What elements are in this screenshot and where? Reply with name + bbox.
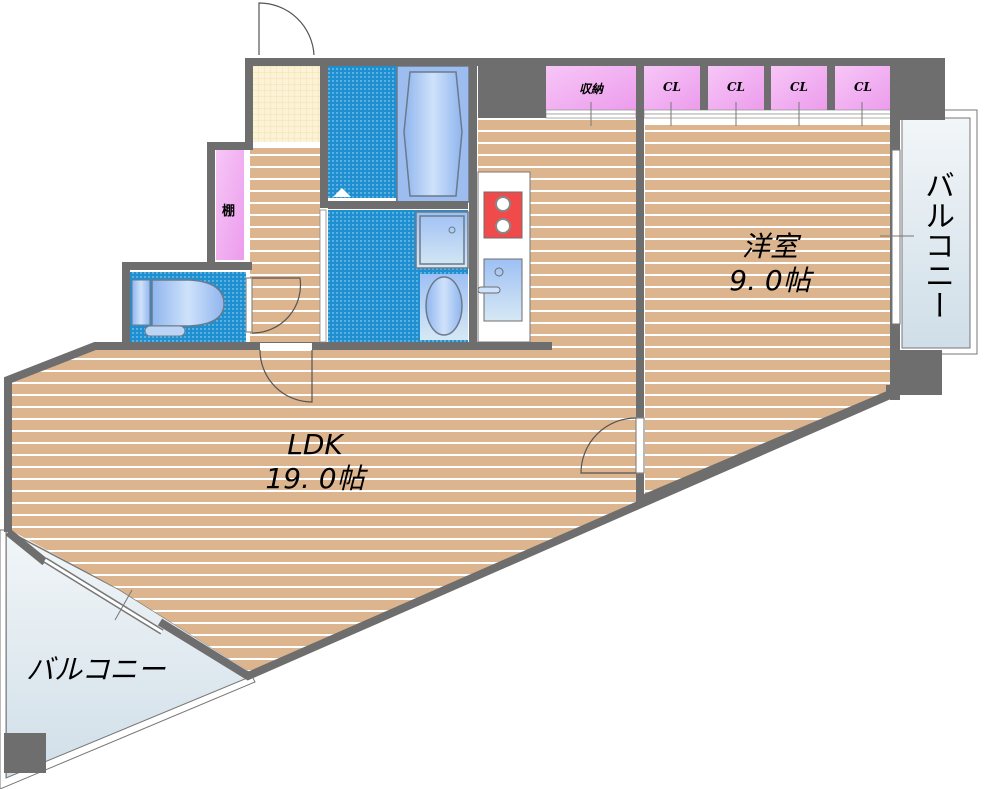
ldk-label: LDK 19. 0帖 [235,428,395,496]
closet-label-1: CL [663,80,681,94]
western-room-label: 洋室 9. 0帖 [700,230,840,298]
hallway-floor [250,148,320,343]
entrance-door[interactable] [258,2,315,58]
storage-label: 収納 [578,82,603,96]
bathtub [396,65,470,203]
window-ldk-balcony[interactable] [43,557,164,635]
wash-basin [420,274,468,340]
toilet [131,279,225,337]
pillar [4,733,46,773]
western-room-door[interactable] [580,417,645,474]
shelf [216,150,244,260]
ldk-size: 19. 0帖 [265,462,365,495]
washing-machine [415,211,469,269]
hall-door[interactable] [259,343,313,403]
outer-walls [4,342,894,681]
kitchen-sink [483,258,523,322]
closet-label-4: CL [854,80,872,94]
triangle-marker-icon [333,188,351,197]
toilet-door[interactable] [245,277,302,334]
western-room-name: 洋室 [741,230,798,263]
shelf-label: 棚 [222,204,236,219]
kitchen-counter [477,171,531,343]
western-room-size: 9. 0帖 [729,264,811,297]
ldk-name: LDK [287,428,343,461]
closet-label-2: CL [727,80,745,94]
balcony-east-label: バルコニー [919,170,954,320]
closets [545,66,892,126]
closet-label-3: CL [790,80,808,94]
washroom-sliding-door[interactable] [319,209,327,343]
entrance-tile [252,66,320,142]
balcony-southwest-label: バルコニー [26,653,166,686]
window-western-balcony[interactable] [880,149,914,325]
western-room-floor [645,125,892,500]
